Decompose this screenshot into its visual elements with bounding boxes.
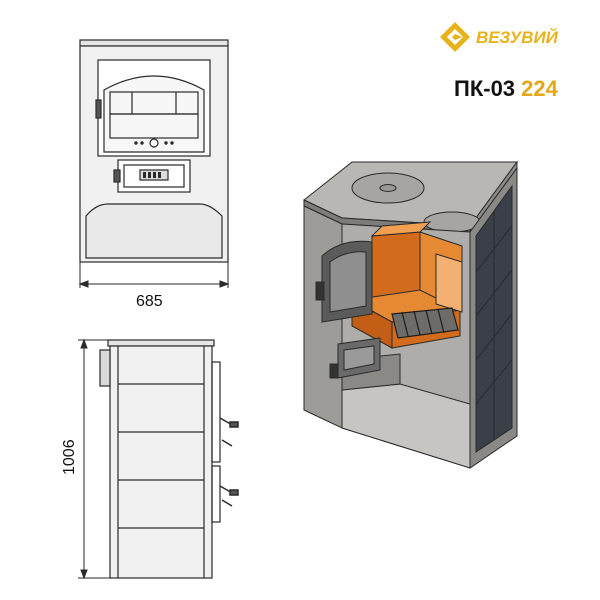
grate: [391, 307, 459, 339]
width-dimension-label: 685: [136, 293, 163, 310]
cutaway-3d-view: [303, 160, 518, 469]
front-view-drawing: [79, 39, 229, 263]
ash-door: [329, 337, 381, 379]
model-number: 224: [521, 76, 558, 101]
model-title: ПК-03 224: [454, 76, 559, 101]
brand-logo: ВЕЗУВИЙ: [440, 22, 559, 52]
oven-door: [315, 240, 373, 323]
width-dimension: [78, 262, 230, 288]
side-view-drawing: [99, 339, 239, 579]
model-prefix: ПК-03: [454, 76, 515, 101]
height-dimension: [78, 338, 110, 580]
height-dimension-label: 1006: [61, 439, 78, 475]
brand-name: ВЕЗУВИЙ: [476, 27, 559, 47]
vezuviy-diamond-logo-icon: [440, 22, 470, 52]
